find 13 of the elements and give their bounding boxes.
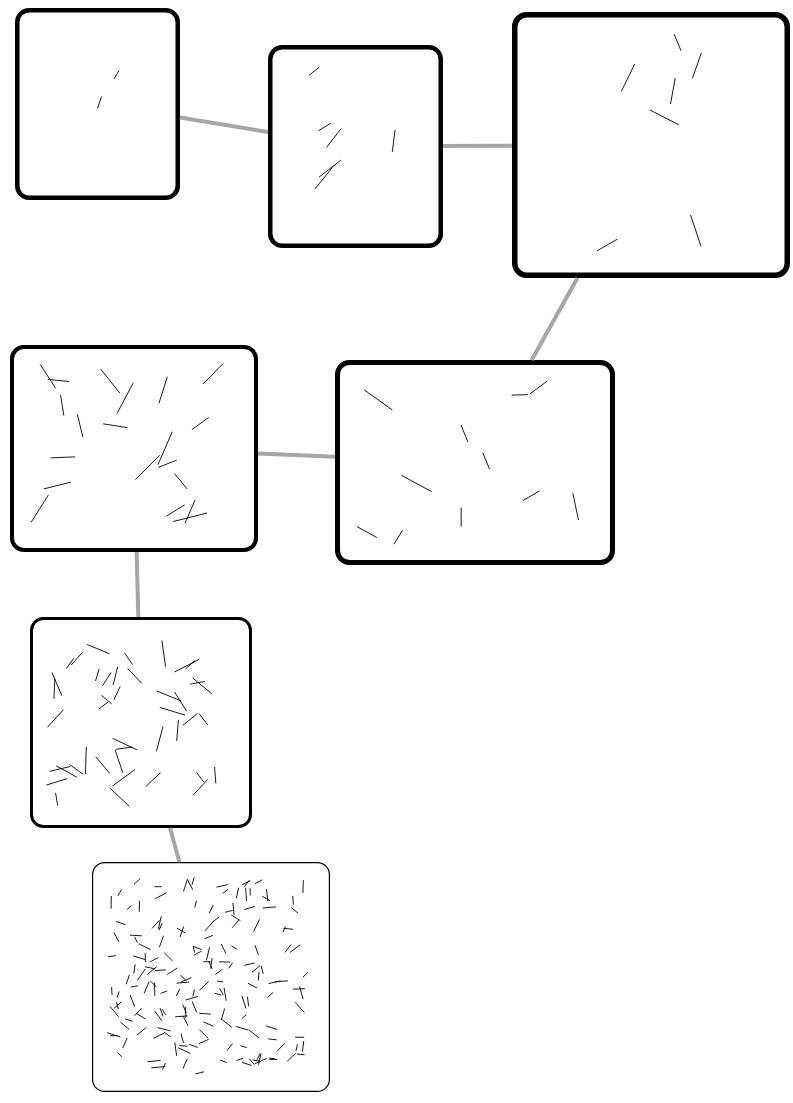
connector-line (168, 827, 182, 863)
fiber-box (15, 8, 180, 200)
connector-line (529, 277, 580, 361)
fiber-box (30, 617, 252, 828)
connector-line (257, 451, 336, 459)
fiber-box (268, 45, 443, 248)
connector-line (179, 115, 269, 135)
fiber-box (335, 360, 615, 565)
connector-line (134, 551, 141, 618)
fiber-box (512, 12, 790, 278)
fiber-box (92, 862, 330, 1092)
connector-line (443, 143, 512, 149)
fiber-box (10, 345, 258, 552)
